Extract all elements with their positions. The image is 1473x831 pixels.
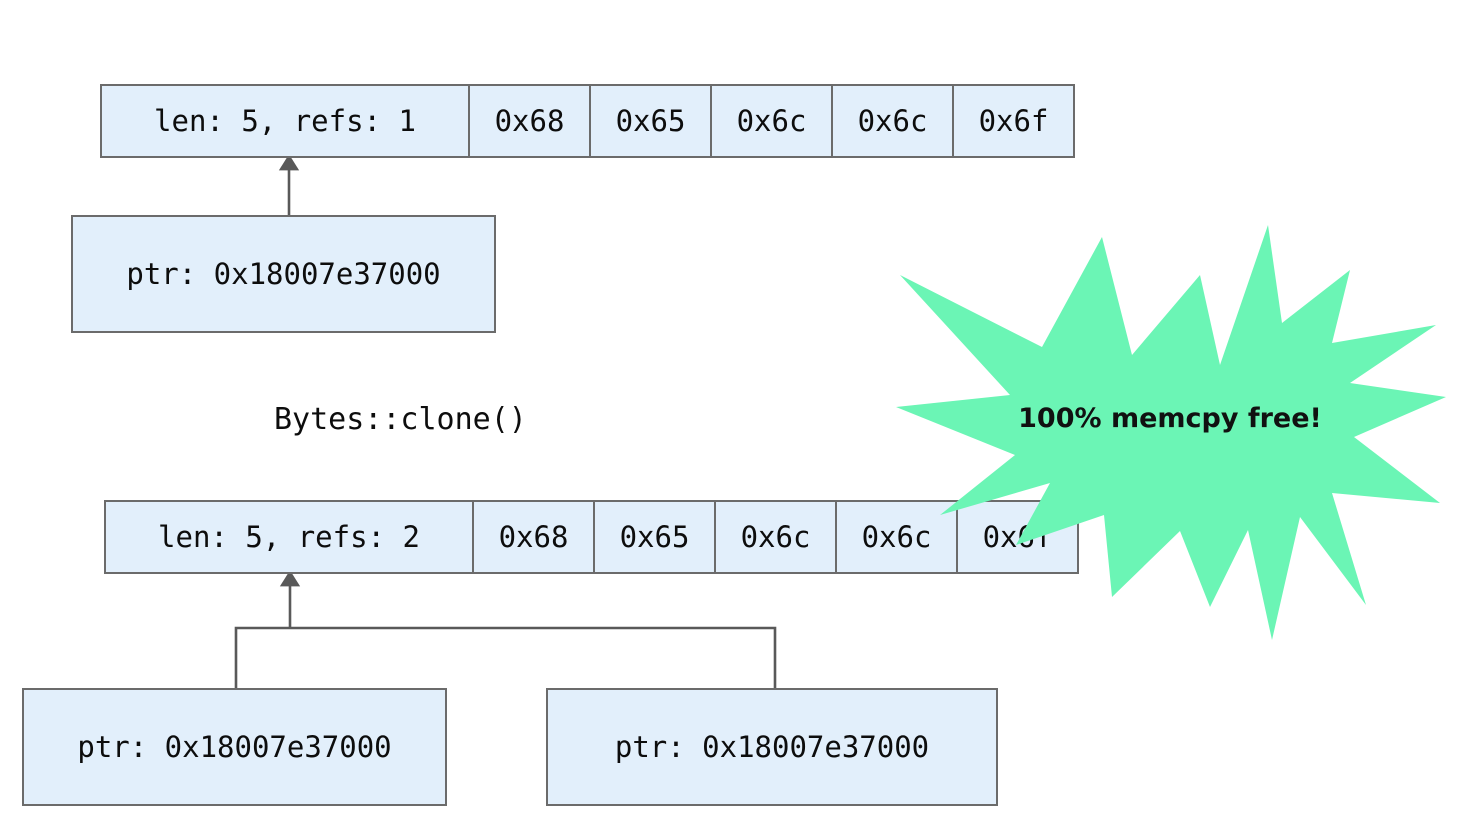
- clone-pointer-label: ptr: 0x18007e37000: [77, 730, 392, 764]
- starburst-icon: [896, 225, 1446, 640]
- cloned-row-header: len: 5, refs: 2: [104, 500, 474, 574]
- cloned-memory-row: len: 5, refs: 2 0x68 0x65 0x6c 0x6c 0x6f: [104, 500, 1079, 574]
- original-pointer-box: ptr: 0x18007e37000: [71, 215, 496, 333]
- original-row-header: len: 5, refs: 1: [100, 84, 470, 158]
- badge-text: 100% memcpy free!: [1018, 403, 1322, 434]
- original-byte-cell: 0x6f: [952, 84, 1075, 158]
- connector-clone-join: [234, 626, 777, 689]
- cloned-byte-cell: 0x6f: [956, 500, 1079, 574]
- clone-pointer-label: ptr: 0x18007e37000: [614, 730, 930, 764]
- clone-pointer-box-right: ptr: 0x18007e37000: [546, 688, 998, 806]
- cloned-byte-cell: 0x6c: [714, 500, 837, 574]
- cloned-byte-cell: 0x65: [593, 500, 716, 574]
- original-byte-cell: 0x6c: [710, 84, 833, 158]
- original-byte-cell: 0x6c: [831, 84, 954, 158]
- cloned-byte-cell: 0x6c: [835, 500, 958, 574]
- original-pointer-label: ptr: 0x18007e37000: [126, 257, 441, 291]
- clone-pointer-box-left: ptr: 0x18007e37000: [22, 688, 447, 806]
- original-byte-cell: 0x65: [589, 84, 712, 158]
- memcpy-free-badge: 100% memcpy free!: [880, 215, 1460, 640]
- cloned-byte-cell: 0x68: [472, 500, 595, 574]
- original-byte-cell: 0x68: [468, 84, 591, 158]
- clone-call-label: Bytes::clone(): [274, 402, 527, 437]
- original-memory-row: len: 5, refs: 1 0x68 0x65 0x6c 0x6c 0x6f: [100, 84, 1075, 158]
